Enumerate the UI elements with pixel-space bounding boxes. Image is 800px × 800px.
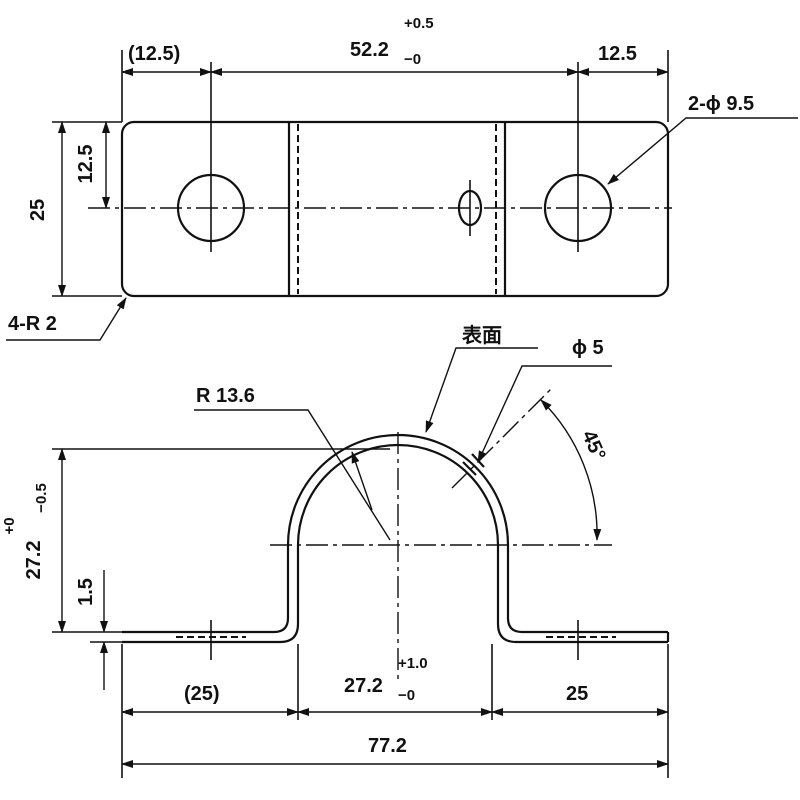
dim-center-tol-lower: −0 [404, 51, 421, 68]
dim-height-tol-upper: +0 [1, 517, 18, 534]
label-surface: 表面 [462, 323, 502, 347]
dim-angle-label: 45° [577, 427, 609, 464]
dim-total-length-label: 77.2 [368, 735, 407, 757]
dim-inner-width-label: 27.2 [344, 675, 383, 697]
dim-height-side-label: 27.2 [23, 541, 45, 580]
center-line-45 [451, 387, 553, 489]
leader-holes [607, 117, 798, 185]
dim-inner-width-tol-upper: +1.0 [398, 655, 428, 672]
leader-radius [194, 409, 391, 541]
dim-height-label: 25 [27, 199, 49, 221]
small-hole-side-a [462, 461, 477, 476]
clamp-profile-inner [122, 443, 668, 644]
clamp-profile-outer [122, 433, 668, 634]
dim-radius-label: R 13.6 [196, 385, 255, 407]
dim-right-flange-label: 25 [566, 683, 588, 705]
leader-corner-radius [6, 297, 127, 341]
side-view: 表面 ϕ 5 R 13.6 45° 27.2 +0 −0.5 1.5 (25) … [1, 323, 670, 778]
dim-holes-label: 2-ϕ 9.5 [688, 93, 754, 115]
dim-center-tol-upper: +0.5 [404, 15, 434, 32]
dim-half-height-label: 12.5 [75, 145, 97, 184]
dim-height-tol-lower: −0.5 [33, 483, 50, 513]
dim-corner-radius-label: 4-R 2 [8, 313, 57, 335]
dim-arc-45 [540, 399, 602, 541]
leader-small-hole [477, 365, 612, 463]
dim-left-hole-label: (12.5) [128, 43, 180, 65]
dim-inner-width-tol-lower: −0 [398, 687, 415, 704]
leader-radius-arrow [351, 451, 373, 511]
dim-left-flange-label: (25) [184, 683, 220, 705]
dim-thickness-label: 1.5 [75, 578, 97, 606]
plate-outline [120, 120, 670, 298]
dim-small-hole-label: ϕ 5 [572, 337, 604, 359]
dim-center-label: 52.2 [350, 39, 389, 61]
dim-right-hole-label: 12.5 [598, 43, 637, 65]
leader-surface [425, 347, 538, 433]
top-view: (12.5) 52.2 +0.5 −0 12.5 2-ϕ 9.5 25 12.5… [6, 15, 798, 341]
